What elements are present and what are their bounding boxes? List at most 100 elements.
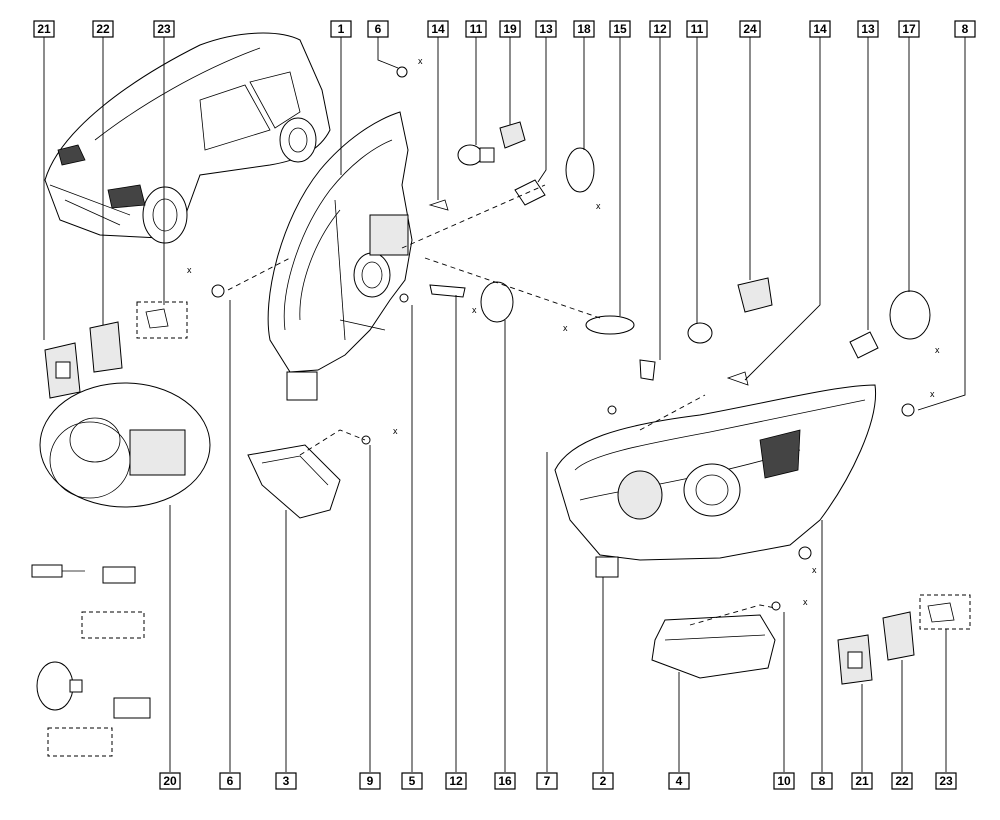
callout-box [536,772,558,790]
callout-box [649,20,671,38]
callout-box [153,20,175,38]
callout-label-1: 1 [330,20,352,38]
callout-box [739,20,761,38]
callout-number: 8 [819,774,826,788]
callout-label-14: 14 [427,20,449,38]
callout-box [857,20,879,38]
callout-box [359,772,381,790]
callout-label-4: 4 [668,772,690,790]
callout-number: 14 [813,22,827,36]
callout-number: 3 [283,774,290,788]
connector-kits [44,301,188,399]
callout-label-7: 7 [536,772,558,790]
side-lamp-unit [247,444,341,519]
callout-box [851,772,873,790]
callout-number: 21 [37,22,51,36]
callout-box [898,20,920,38]
axis-mark: x [472,305,477,315]
callout-label-6: 6 [219,772,241,790]
callout-number: 13 [539,22,553,36]
axis-mark: x [803,597,808,607]
callout-label-11: 11 [465,20,487,38]
callout-label-23: 23 [153,20,175,38]
axis-mark: x [418,56,423,66]
bottom-callout-labels: 20 6 3 9 5 12 16 7 2 4 10 8 21 22 23 [159,772,957,790]
callout-label-13: 13 [535,20,557,38]
callout-label-13: 13 [857,20,879,38]
callout-label-22: 22 [92,20,114,38]
callout-label-10: 10 [773,772,795,790]
callout-box [891,772,913,790]
callout-number: 5 [409,774,416,788]
callout-box [773,772,795,790]
callout-label-12: 12 [649,20,671,38]
headlamp-front-assembly [554,384,877,578]
callout-number: 23 [157,22,171,36]
callout-box [935,772,957,790]
callout-label-9: 9 [359,772,381,790]
callout-number: 1 [338,22,345,36]
axis-mark: x [187,265,192,275]
callout-number: 21 [855,774,869,788]
callout-number: 23 [939,774,953,788]
callout-label-22: 22 [891,772,913,790]
callout-label-18: 18 [573,20,595,38]
callout-number: 11 [470,22,483,36]
axis-marks: x x x x x x x x x x [187,56,940,607]
callout-label-12: 12 [445,772,467,790]
callout-number: 11 [691,22,704,36]
callout-box [954,20,976,38]
axis-mark: x [393,426,398,436]
callout-number: 13 [861,22,875,36]
bulbs-and-fittings [211,66,931,611]
callout-number: 17 [902,22,916,36]
callout-number: 18 [577,22,591,36]
callout-label-20: 20 [159,772,181,790]
callout-number: 7 [544,774,551,788]
callout-box [92,20,114,38]
callout-label-2: 2 [592,772,614,790]
callout-number: 20 [163,774,177,788]
axis-mark: x [930,389,935,399]
callout-box [535,20,557,38]
callout-number: 9 [367,774,374,788]
callout-box [445,772,467,790]
callout-label-24: 24 [739,20,761,38]
callout-label-3: 3 [275,772,297,790]
callout-box [592,772,614,790]
callout-box [686,20,708,38]
callout-number: 16 [498,774,512,788]
callout-box [33,20,55,38]
callout-label-11: 11 [686,20,708,38]
callout-box [159,772,181,790]
callout-label-15: 15 [609,20,631,38]
callout-label-21: 21 [33,20,55,38]
vehicle-illustration [44,32,331,244]
top-callout-labels: 21 22 23 1 6 14 11 19 13 18 15 12 11 24 14 13 17 8 [33,20,976,38]
callout-label-8: 8 [954,20,976,38]
callout-number: 4 [676,774,683,788]
bulb-pack [31,382,211,757]
callout-label-19: 19 [499,20,521,38]
callout-box [809,20,831,38]
callout-box [811,772,833,790]
callout-number: 12 [653,22,667,36]
callout-box [330,20,352,38]
callout-number: 6 [227,774,234,788]
callout-label-17: 17 [898,20,920,38]
axis-mark: x [596,201,601,211]
callout-box [401,772,423,790]
callout-box [494,772,516,790]
callout-box [465,20,487,38]
callout-label-16: 16 [494,772,516,790]
callout-box [573,20,595,38]
headlamp-rear-view [267,111,413,401]
callout-label-6: 6 [367,20,389,38]
axis-mark: x [812,565,817,575]
callout-number: 12 [449,774,463,788]
callout-number: 14 [431,22,445,36]
callout-number: 10 [777,774,791,788]
axis-mark: x [563,323,568,333]
callout-number: 2 [600,774,607,788]
